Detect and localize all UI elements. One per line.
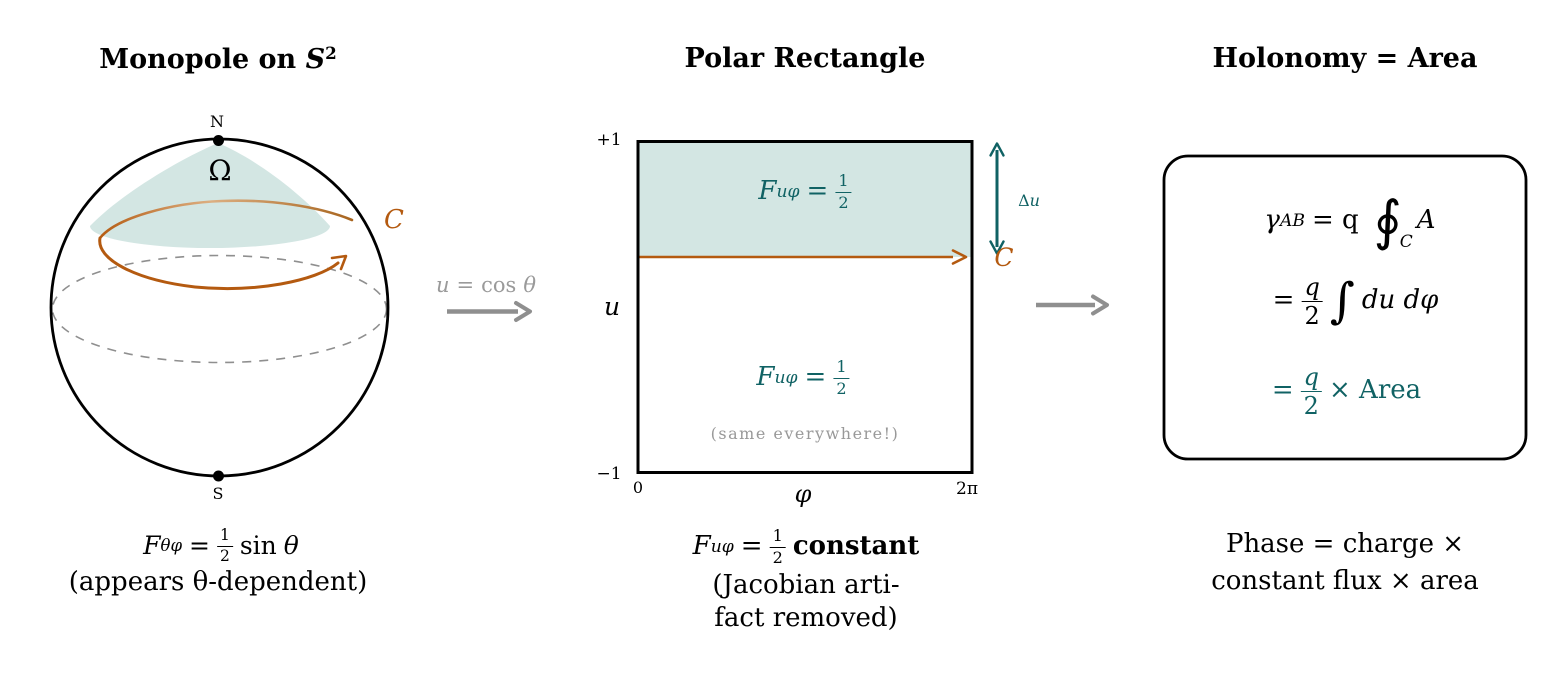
fraction-numerator: 1: [216, 527, 233, 547]
map-arrow-head: [514, 301, 532, 322]
field-symbol: F: [756, 362, 775, 393]
half-fraction: 1 2: [835, 173, 852, 212]
equals-q: = q: [1311, 205, 1359, 236]
equals-sign: =: [1272, 285, 1295, 316]
field-symbol: F: [758, 176, 777, 207]
holonomy-box: [1162, 154, 1528, 461]
left-title-variable: S: [305, 44, 326, 76]
flux-label-top: F uφ = 1 2: [758, 173, 852, 212]
u-variable: u: [436, 273, 450, 297]
fraction-numerator: 1: [835, 173, 852, 193]
theta-argument: θ: [523, 273, 536, 297]
left-title-text: Monopole on: [99, 44, 306, 76]
field-subscript: uφ: [774, 367, 798, 388]
y-axis-top-tick: +1: [596, 130, 622, 150]
fraction-denominator: 2: [836, 378, 847, 398]
field-symbol: F: [692, 531, 711, 562]
north-pole-label: N: [210, 112, 224, 131]
left-panel-title: Monopole on S2: [99, 44, 336, 75]
middle-caption-equation: F uφ = 1 2 constant: [692, 528, 920, 567]
half-fraction: 1 2: [216, 527, 233, 565]
loop-c-label-sphere: C: [384, 205, 404, 235]
same-everywhere-note: (same everywhere!): [710, 424, 900, 443]
q-over-2-fraction: q 2: [1300, 365, 1323, 420]
equals-sign: =: [804, 362, 827, 393]
loop-back-arc: [98, 199, 354, 240]
u-variable: u: [1029, 191, 1040, 210]
fraction-numerator: 1: [833, 359, 850, 379]
loop-line-arrowhead: [951, 249, 968, 265]
field-subscript: θφ: [160, 536, 183, 556]
holonomy-equation-line1: γ AB = q ∮ C A: [1264, 181, 1435, 261]
fraction-denominator: 2: [1304, 301, 1320, 330]
fraction-numerator: q: [1301, 275, 1323, 302]
loop-c-label-rectangle: C: [994, 243, 1014, 272]
rectangle-border: [636, 140, 974, 474]
fraction-denominator: 2: [772, 547, 783, 567]
delta-u-arrow-top-head: [989, 142, 1005, 157]
sin-function: sin: [239, 531, 277, 560]
x-axis-left-tick: 0: [632, 478, 644, 497]
map-arrow-label: u = cos θ: [436, 273, 536, 298]
middle-caption-note-line2: fact removed): [714, 603, 898, 633]
equals-sign: =: [740, 531, 763, 562]
x-axis-right-tick: 2π: [956, 479, 978, 499]
holonomy-equation-line2: = q 2 ∫ du dφ: [1266, 259, 1439, 343]
oint-symbol: ∮: [1373, 189, 1402, 252]
half-fraction: 1 2: [833, 359, 850, 398]
south-pole-label: S: [212, 484, 224, 503]
holonomy-equation-line3: = q 2 × Area: [1265, 359, 1421, 423]
left-caption-equation: F θφ = 1 2 sin θ: [143, 527, 299, 565]
right-caption-line1: Phase = charge ×: [1225, 529, 1465, 559]
right-caption-line2: constant flux × area: [1211, 566, 1479, 596]
delta-u-arrow-bottom-head: [989, 240, 1005, 255]
half-fraction: 1 2: [769, 528, 786, 567]
delta-u-label: Δu: [1018, 191, 1040, 210]
q-over-2-fraction: q 2: [1301, 275, 1323, 330]
middle-panel-title: Polar Rectangle: [684, 43, 926, 74]
equals-sign: =: [189, 531, 210, 560]
gauge-field-symbol: A: [1416, 205, 1436, 236]
measure-text: du dφ: [1361, 285, 1439, 316]
fraction-denominator: 2: [219, 546, 230, 565]
north-pole-dot: [213, 135, 224, 146]
left-title-exponent: 2: [325, 43, 337, 63]
flux-label-bottom: F uφ = 1 2: [756, 359, 850, 398]
fraction-numerator: 1: [769, 528, 786, 548]
theta-argument: θ: [283, 531, 299, 560]
loop-arrowhead: [330, 254, 348, 271]
equator-dashed-ellipse: [51, 254, 388, 364]
equals-sign: =: [456, 273, 475, 297]
y-axis-label: u: [603, 292, 621, 321]
fraction-numerator: q: [1300, 365, 1323, 392]
solid-angle-label: Ω: [208, 154, 232, 187]
south-pole-dot: [213, 470, 224, 482]
cos-function: cos: [481, 273, 517, 297]
right-panel-title: Holonomy = Area: [1212, 43, 1478, 74]
left-caption-note: (appears θ-dependent): [68, 567, 368, 597]
integral-symbol: ∫: [1329, 273, 1355, 329]
x-axis-label: φ: [794, 480, 812, 508]
result-arrow-head: [1091, 294, 1109, 316]
field-subscript: uφ: [710, 536, 734, 557]
fraction-denominator: 2: [838, 192, 849, 212]
flux-band-fill: [638, 141, 972, 257]
delta-symbol: Δ: [1018, 191, 1030, 210]
field-symbol: F: [143, 531, 161, 560]
loop-front-arc: [98, 236, 340, 291]
gamma-symbol: γ: [1264, 205, 1280, 236]
y-axis-bottom-tick: −1: [596, 464, 622, 484]
middle-caption-note-line1: (Jacobian arti-: [712, 570, 900, 600]
equals-sign: =: [1271, 375, 1294, 406]
contour-integral: ∮ C: [1374, 194, 1413, 252]
times-area-text: × Area: [1329, 375, 1422, 406]
contour-subscript: C: [1399, 231, 1413, 252]
field-subscript: uφ: [776, 181, 800, 202]
fraction-denominator: 2: [1303, 391, 1319, 420]
constant-emphasis: constant: [792, 531, 920, 562]
equals-sign: =: [806, 176, 829, 207]
solid-angle-cap: [90, 143, 330, 248]
gamma-subscript: AB: [1279, 210, 1305, 231]
